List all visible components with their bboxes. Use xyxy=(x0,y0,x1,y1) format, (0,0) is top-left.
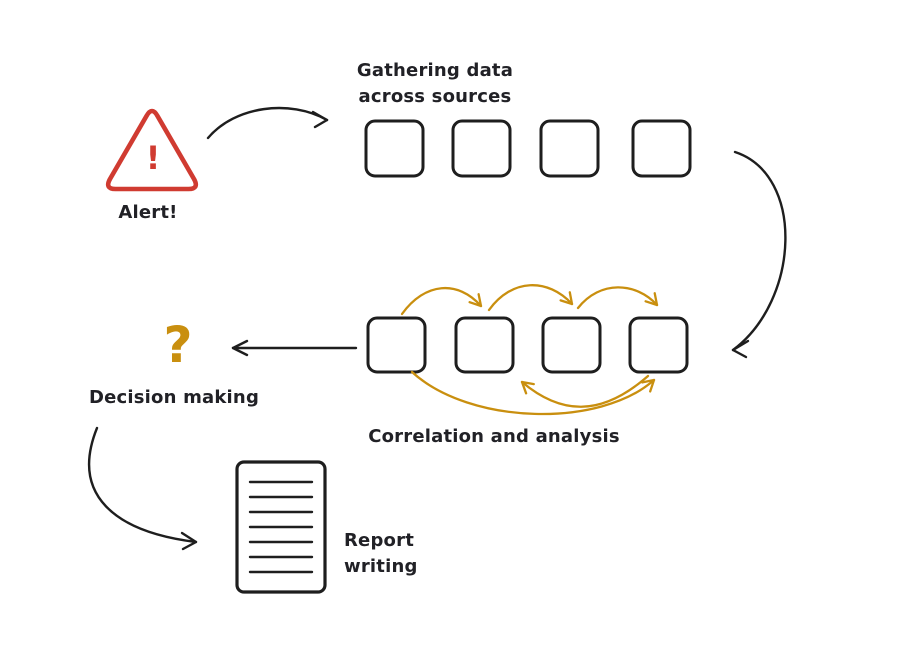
correlation-backarc-2 xyxy=(520,374,650,408)
arrow-data-to-correlation xyxy=(731,150,787,359)
data-box xyxy=(364,119,425,178)
question-mark-icon: ? xyxy=(163,316,193,374)
data-box xyxy=(454,316,515,374)
report-label: Report writing xyxy=(344,528,464,580)
correlation-backarc-1 xyxy=(410,370,656,416)
gathering-label: Gathering data across sources xyxy=(330,58,540,110)
data-box xyxy=(631,119,692,178)
decision-label: Decision making xyxy=(88,387,260,408)
report-label-line2: writing xyxy=(344,556,418,577)
correlation-arc-1 xyxy=(400,286,483,316)
exclamation-icon: ! xyxy=(145,139,161,177)
correlation-arc-3 xyxy=(576,286,659,310)
alert-label: Alert! xyxy=(118,202,178,223)
report-label-line1: Report xyxy=(344,530,415,551)
alert-triangle-icon xyxy=(105,108,199,192)
gathering-label-line1: Gathering data xyxy=(356,60,514,81)
correlation-boxes xyxy=(366,316,689,374)
arrow-alert-to-data xyxy=(206,106,329,140)
data-box xyxy=(451,119,512,178)
data-box xyxy=(366,316,427,374)
data-box xyxy=(541,316,602,374)
correlation-label: Correlation and analysis xyxy=(368,426,620,447)
gathering-label-line2: across sources xyxy=(358,86,512,107)
data-box xyxy=(539,119,600,178)
arrow-correlation-to-decision xyxy=(231,339,358,357)
arrow-decision-to-report xyxy=(87,426,198,551)
gathering-data-boxes xyxy=(364,119,692,178)
data-box xyxy=(628,316,689,374)
correlation-arc-2 xyxy=(487,284,574,312)
report-document-icon xyxy=(235,460,327,594)
